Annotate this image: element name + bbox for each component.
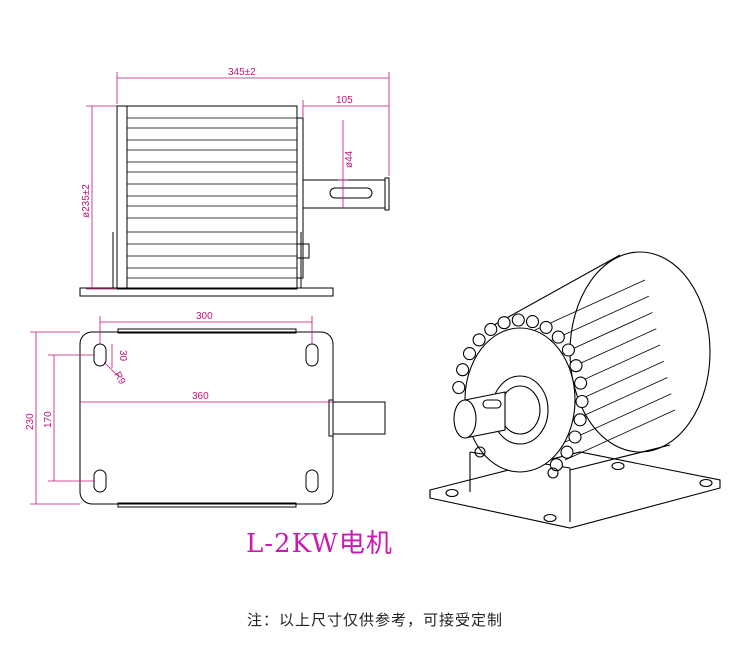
- gear-tooth: [484, 322, 498, 336]
- gear-tooth: [525, 315, 540, 329]
- gear-tooth: [456, 363, 470, 377]
- gear-tooth: [511, 313, 525, 327]
- dim-body-diameter: ø235±2: [81, 184, 92, 218]
- dim-base-depth: 230: [25, 413, 36, 430]
- gear-tooth: [573, 413, 587, 427]
- footnote: 注：以上尺寸仅供参考，可接受定制: [246, 611, 503, 629]
- gear-tooth: [462, 347, 477, 361]
- gear-tooth: [574, 376, 588, 390]
- gear-tooth: [539, 320, 553, 334]
- dim-base-width: 360: [192, 391, 209, 402]
- dim-overall-length: 345±2: [228, 67, 256, 78]
- gear-tooth: [561, 343, 575, 357]
- gear-tooth: [568, 430, 582, 444]
- dim-hole-offset: 30: [117, 350, 128, 362]
- top-view-dimensions: [30, 316, 333, 505]
- gear-tooth: [560, 445, 574, 459]
- body-fin: [534, 279, 646, 331]
- gear-tooth: [569, 359, 583, 373]
- dim-shaft-diameter: ø44: [344, 150, 355, 168]
- mount-hole: [305, 469, 319, 493]
- body-fin: [564, 409, 676, 461]
- side-view: [79, 105, 390, 297]
- side-view-dimensions: [86, 72, 390, 290]
- gear-tooth: [497, 316, 511, 330]
- mount-hole: [93, 469, 107, 493]
- gear-tooth: [551, 330, 565, 344]
- gear-tooth: [452, 380, 466, 395]
- product-title: L-2KW电机: [246, 529, 393, 559]
- mount-hole: [305, 343, 319, 367]
- dim-hole-span-y: 170: [43, 411, 54, 428]
- dim-shaft-length: 105: [336, 95, 353, 106]
- gear-tooth: [472, 333, 486, 347]
- isometric-view: [429, 251, 721, 529]
- dim-hole-radius: R9: [111, 370, 127, 387]
- gear-tooth: [575, 394, 589, 409]
- dim-hole-span-x: 300: [196, 311, 213, 322]
